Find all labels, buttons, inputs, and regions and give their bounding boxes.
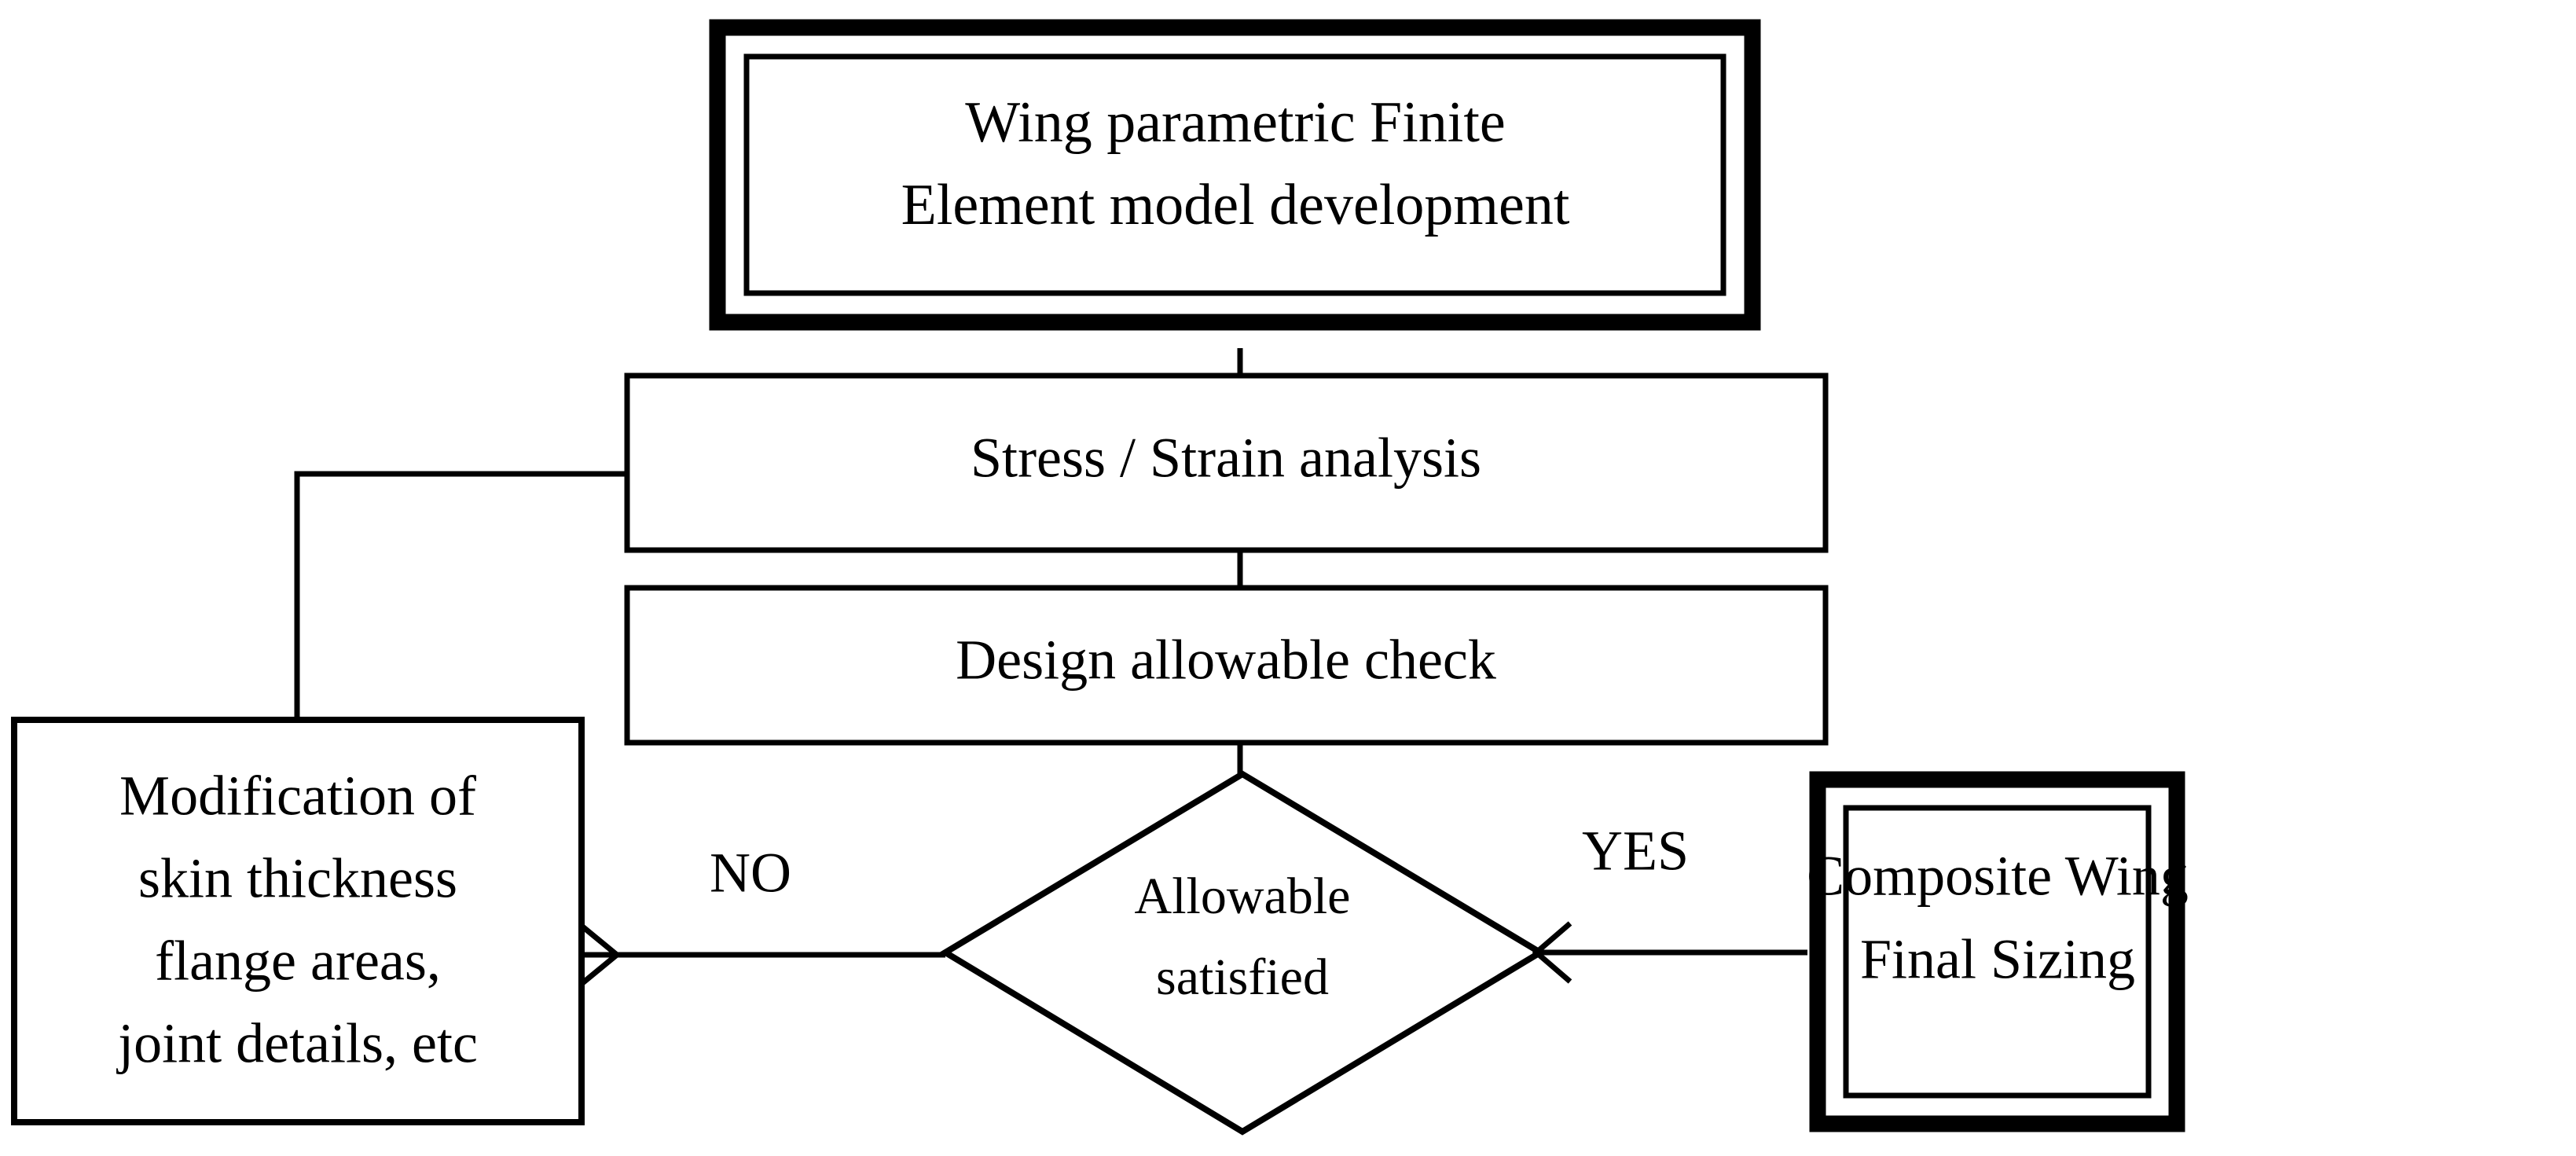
node-design-allowable-check[interactable]: Design allowable check	[624, 585, 1829, 746]
final-sizing-inner-border	[1843, 805, 2152, 1099]
fe-model-label-line2: Element model development	[901, 173, 1570, 237]
fe-model-outer-border	[709, 19, 1761, 331]
stress-analysis-label: Stress / Strain analysis	[971, 427, 1481, 490]
final-sizing-label-line2: Final Sizing	[1860, 928, 2135, 991]
modification-label-line4: joint details, etc	[116, 1012, 478, 1075]
modification-label-line3: flange areas,	[155, 930, 441, 993]
allowable-check-border	[624, 585, 1829, 746]
fe-model-label-line1: Wing parametric Finite	[965, 90, 1505, 155]
node-wing-fe-model[interactable]: Wing parametric Finite Element model dev…	[709, 19, 1761, 331]
final-sizing-label-line1: Composite Wing	[1807, 845, 2189, 908]
modification-label-line1: Modification of	[119, 765, 476, 828]
final-sizing-outer-border	[1809, 771, 2185, 1132]
stress-analysis-border	[624, 372, 1829, 553]
modification-label-line2: skin thickness	[138, 847, 457, 910]
fe-model-inner-border	[743, 53, 1727, 296]
decision-label-line1: Allowable	[1135, 868, 1351, 925]
allowable-check-label: Design allowable check	[956, 629, 1496, 692]
node-decision-allowable-satisfied[interactable]: Allowable satisfied	[939, 770, 1547, 1136]
edge-label-no: NO	[710, 842, 791, 905]
decision-label-line2: satisfied	[1156, 949, 1329, 1006]
node-composite-wing-final-sizing[interactable]: Composite Wing Final Sizing	[1807, 771, 2189, 1132]
node-modification[interactable]: Modification of skin thickness flange ar…	[11, 717, 585, 1125]
node-stress-strain-analysis[interactable]: Stress / Strain analysis	[624, 372, 1829, 553]
arrowhead-no-branch	[579, 923, 622, 986]
modification-border	[11, 717, 585, 1125]
edge-label-yes: YES	[1582, 820, 1689, 883]
decision-diamond-border	[939, 770, 1547, 1136]
connector-modification-feedback-to-stress	[294, 471, 627, 717]
